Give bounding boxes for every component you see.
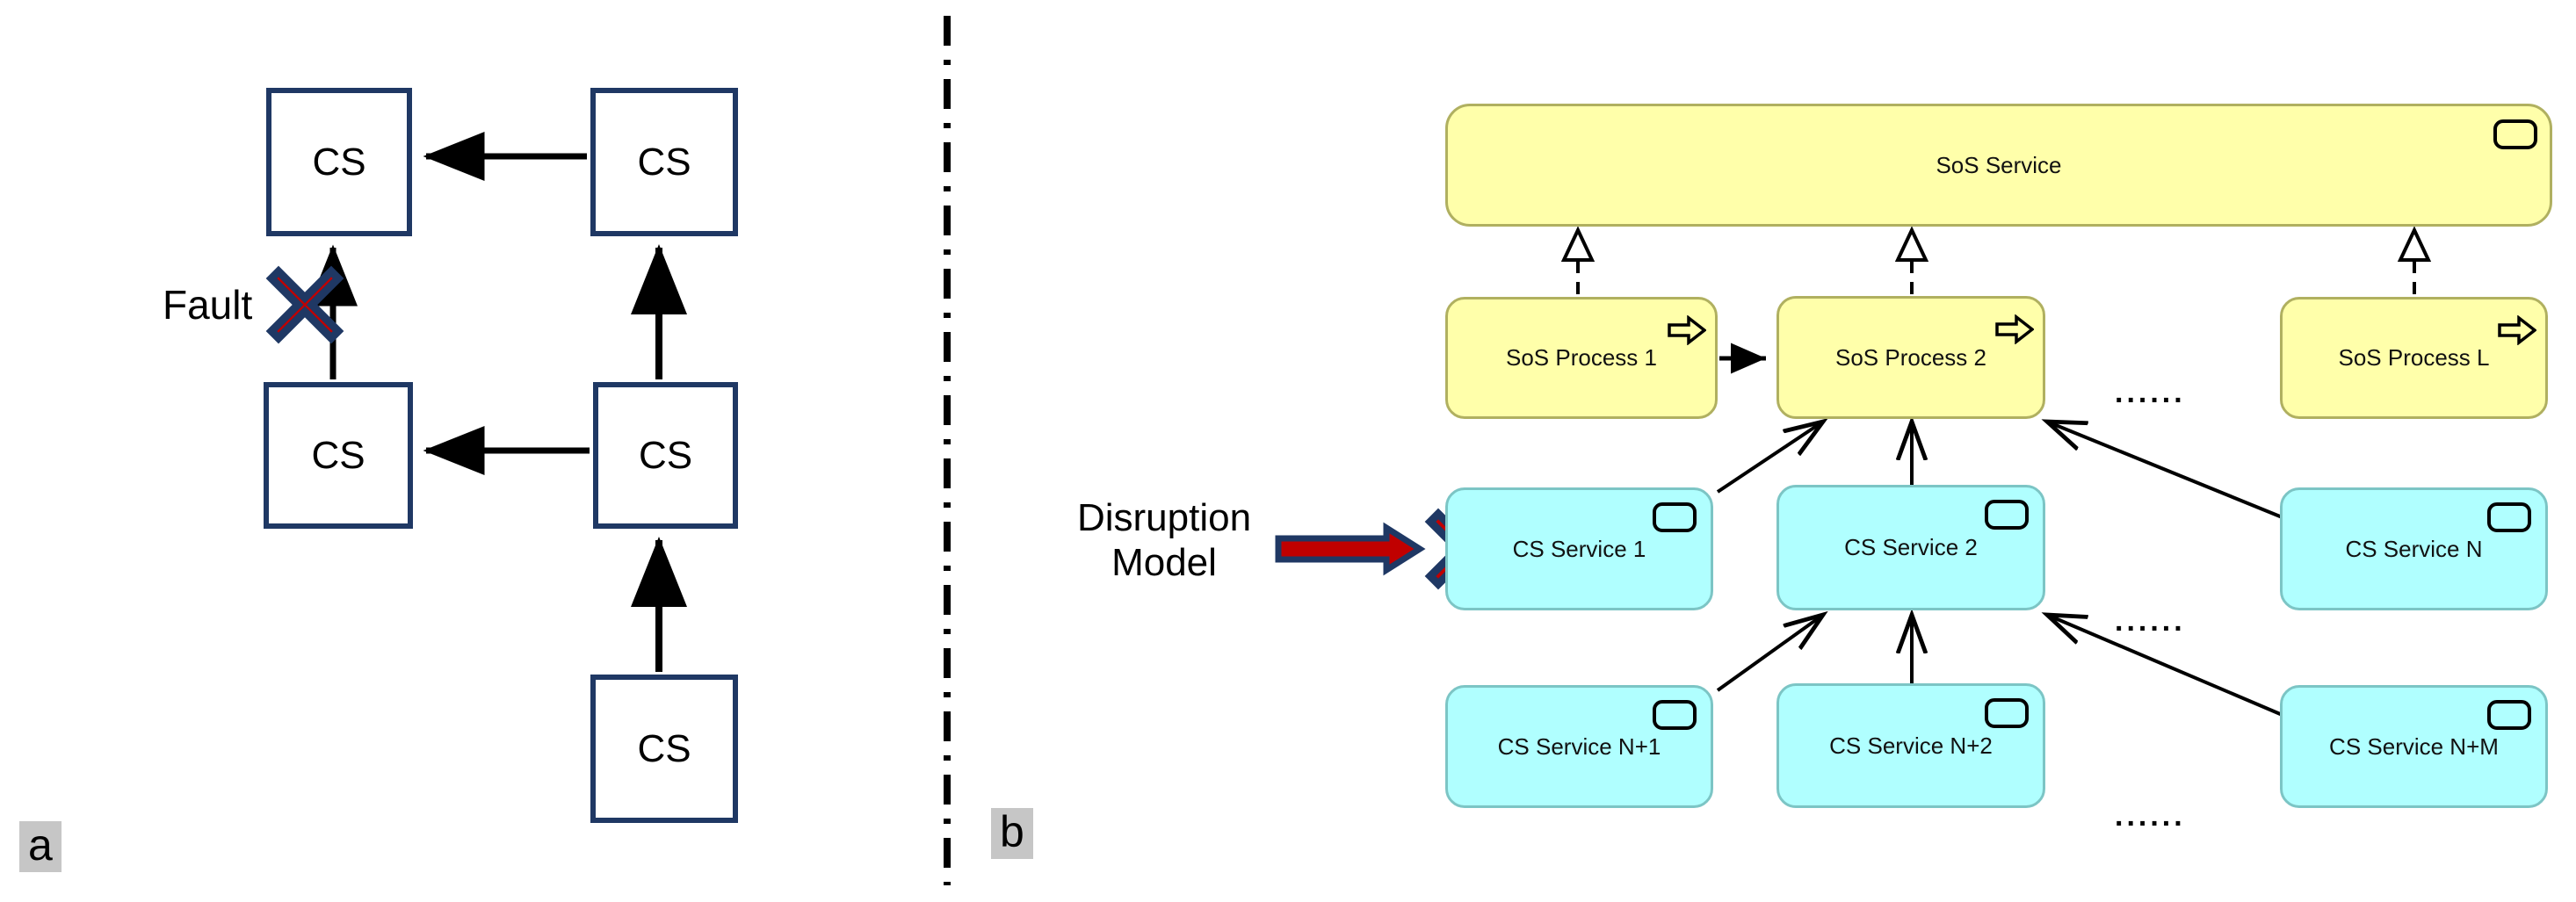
sos-service-label: SoS Service [1936, 151, 2062, 178]
cs-service-label: CS Service 2 [1844, 534, 1978, 560]
process-arrow-icon [1668, 315, 1706, 345]
sos-process-2-box[interactable]: SoS Process 2 [1776, 296, 2045, 419]
cs-service-2-box[interactable]: CS Service 2 [1776, 485, 2045, 610]
cs-service-N-box[interactable]: CS Service N [2280, 487, 2548, 610]
panel-tag-a: a [19, 821, 62, 872]
cs-service-1-box[interactable]: CS Service 1 [1445, 487, 1713, 610]
generalization-proc1-to-service [1560, 226, 1596, 295]
cs-node-top-right[interactable]: CS [590, 88, 738, 236]
service-rounded-rect-icon [1985, 500, 2029, 530]
generalization-proc2-to-service [1894, 226, 1929, 295]
panel-tag-b: b [991, 808, 1033, 859]
generalization-procL-to-service [2397, 226, 2432, 295]
cs-service-label: CS Service 1 [1512, 535, 1646, 562]
sos-process-ellipsis: ...... [2115, 376, 2186, 409]
disruption-model-label: Disruption Model [1019, 496, 1309, 585]
cs-service-label: CS Service N+2 [1829, 732, 1993, 759]
disruption-model-line2: Model [1111, 540, 1217, 584]
sos-service-box[interactable]: SoS Service [1445, 104, 2552, 227]
cs-service-label: CS Service N+1 [1497, 732, 1661, 760]
cs-node-label: CS [312, 140, 366, 184]
service-rounded-rect-icon [2487, 700, 2531, 730]
cs-services-row1-ellipsis: ...... [2115, 604, 2186, 638]
sos-process-L-box[interactable]: SoS Process L [2280, 297, 2548, 419]
flow-csN-to-proc2 [2047, 422, 2285, 520]
fault-label: Fault [163, 282, 253, 328]
cs-service-label: CS Service N [2345, 535, 2483, 562]
sos-process-label: SoS Process 2 [1835, 343, 1986, 371]
cs-node-label: CS [638, 433, 693, 477]
sos-process-label: SoS Process L [2338, 344, 2490, 371]
flow-cs1-to-proc2 [1716, 422, 1823, 494]
flow-csN1-to-cs2 [1716, 615, 1823, 692]
cs-node-top-left[interactable]: CS [266, 88, 412, 236]
cs-service-N2-box[interactable]: CS Service N+2 [1776, 683, 2045, 808]
cs-node-mid-left[interactable]: CS [264, 382, 413, 529]
cs-service-N1-box[interactable]: CS Service N+1 [1445, 685, 1713, 808]
service-rounded-rect-icon [1653, 502, 1697, 532]
sos-process-1-box[interactable]: SoS Process 1 [1445, 297, 1718, 419]
process-arrow-icon [1995, 314, 2034, 344]
sos-process-label: SoS Process 1 [1506, 344, 1657, 371]
cs-services-row2-ellipsis: ...... [2115, 799, 2186, 833]
cs-node-label: CS [637, 140, 691, 184]
cs-node-mid-right[interactable]: CS [593, 382, 738, 529]
cs-service-label: CS Service N+M [2329, 732, 2499, 760]
service-rounded-rect-icon [2487, 502, 2531, 532]
disruption-model-line1: Disruption [1076, 496, 1252, 539]
service-rounded-rect-icon [1653, 700, 1697, 730]
cs-node-bottom-right[interactable]: CS [590, 675, 738, 823]
service-rounded-rect-icon [2493, 119, 2537, 149]
fault-x-icon [265, 265, 344, 344]
process-arrow-icon [2498, 315, 2536, 345]
cs-node-label: CS [637, 726, 691, 770]
service-rounded-rect-icon [1985, 698, 2029, 728]
cs-service-NM-box[interactable]: CS Service N+M [2280, 685, 2548, 808]
cs-node-label: CS [311, 433, 365, 477]
